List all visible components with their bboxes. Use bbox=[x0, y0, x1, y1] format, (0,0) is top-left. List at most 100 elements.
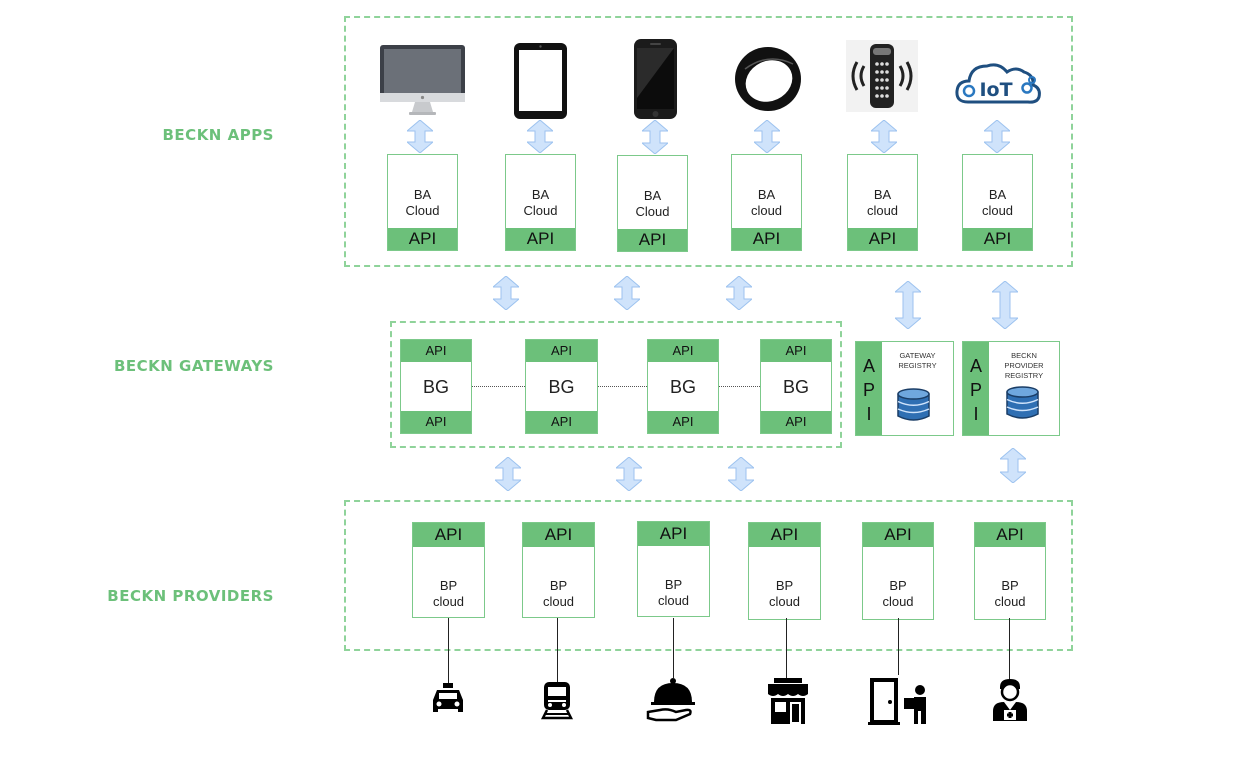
registry-title-line: GATEWAY bbox=[899, 351, 936, 360]
ba-api-bar: API bbox=[506, 228, 575, 250]
gateway-label: BG bbox=[669, 377, 696, 397]
registry-api-letter: A bbox=[862, 356, 875, 376]
bidirectional-arrow-icon bbox=[1000, 448, 1026, 483]
bidirectional-arrow-icon bbox=[984, 120, 1010, 153]
bidirectional-arrow-icon bbox=[895, 281, 921, 329]
bp-cloud-line2: cloud bbox=[994, 594, 1026, 609]
bp-api-bar: API bbox=[749, 523, 820, 547]
gateway-top-api-bar: API bbox=[401, 340, 471, 362]
gateway-label: BG bbox=[548, 377, 575, 397]
ba-api-bar: API bbox=[848, 228, 917, 250]
smartphone-icon bbox=[633, 38, 678, 120]
bidirectional-arrow-icon bbox=[642, 120, 668, 154]
wearable-band-icon bbox=[733, 44, 803, 114]
registry-title-line: REGISTRY bbox=[1004, 371, 1044, 380]
bidirectional-arrow-icon bbox=[871, 120, 897, 153]
bidirectional-arrow-icon bbox=[726, 276, 752, 310]
gateway-top-api-bar: API bbox=[526, 340, 597, 362]
bp-cloud-line2: cloud bbox=[657, 593, 690, 608]
gateway-label: BG bbox=[782, 377, 809, 397]
ba-api-bar: API bbox=[732, 228, 801, 250]
ba-cloud-line2: Cloud bbox=[635, 204, 670, 219]
gateway-bottom-api-bar: API bbox=[761, 411, 831, 433]
bp-api-bar: API bbox=[638, 522, 709, 546]
bidirectional-arrow-icon bbox=[728, 457, 754, 491]
bp-cloud-line2: cloud bbox=[768, 594, 801, 609]
gateway-bottom-api-bar: API bbox=[526, 411, 597, 433]
bp-cloud-line1: BP bbox=[775, 578, 794, 593]
bidirectional-arrow-icon bbox=[992, 281, 1018, 329]
registry-api-letter: I bbox=[866, 404, 872, 424]
delivery-door-icon bbox=[868, 676, 930, 726]
registry-title-line: BECKN bbox=[1011, 351, 1037, 360]
registry-api-letter: P bbox=[969, 380, 982, 400]
database-icon bbox=[896, 388, 931, 422]
train-icon bbox=[539, 680, 575, 720]
bp-cloud-line1: BP bbox=[889, 578, 907, 593]
registry-api-letter: I bbox=[973, 404, 979, 424]
bidirectional-arrow-icon bbox=[754, 120, 780, 153]
ba-cloud-line1: BA bbox=[413, 187, 432, 202]
registry-api-letter: A bbox=[969, 356, 982, 376]
gateway-top-api-bar: API bbox=[761, 340, 831, 362]
taxi-icon bbox=[430, 680, 466, 716]
gateway-connector bbox=[472, 386, 525, 387]
ba-cloud-line1: BA bbox=[757, 187, 776, 202]
bp-api-bar: API bbox=[523, 523, 594, 547]
ba-api-bar: API bbox=[618, 229, 687, 251]
bp-cloud-line2: cloud bbox=[882, 594, 914, 609]
gateway-connector bbox=[719, 386, 760, 387]
smart-speaker-icon bbox=[846, 40, 918, 112]
provider-connector-line bbox=[448, 618, 449, 683]
iot-text: IoT bbox=[979, 79, 1012, 101]
beckn-gateways-label: BECKN GATEWAYS bbox=[113, 357, 274, 375]
provider-connector-line bbox=[1009, 618, 1010, 682]
bp-cloud-line2: cloud bbox=[432, 594, 465, 609]
bp-cloud-line1: BP bbox=[549, 578, 568, 593]
food-cloche-icon bbox=[646, 674, 698, 724]
ba-cloud-line1: BA bbox=[873, 187, 892, 202]
ba-cloud-line2: cloud bbox=[750, 203, 783, 218]
bidirectional-arrow-icon bbox=[407, 120, 433, 153]
gateway-top-api-bar: API bbox=[648, 340, 718, 362]
beckn-providers-label: BECKN PROVIDERS bbox=[107, 587, 274, 605]
beckn-gateway-box[interactable]: API BG API bbox=[525, 339, 598, 434]
bp-cloud-line1: BP bbox=[664, 577, 683, 592]
gateway-bottom-api-bar: API bbox=[401, 411, 471, 433]
ba-cloud-line2: Cloud bbox=[523, 203, 558, 218]
bp-cloud-line1: BP bbox=[1001, 578, 1019, 593]
bp-cloud-line2: cloud bbox=[542, 594, 575, 609]
beckn-apps-label: BECKN APPS bbox=[162, 126, 274, 144]
store-icon bbox=[766, 676, 810, 726]
ba-api-bar: API bbox=[388, 228, 457, 250]
database-icon bbox=[1005, 386, 1040, 420]
ba-cloud-line2: Cloud bbox=[405, 203, 440, 218]
registry-api-letter: P bbox=[862, 380, 875, 400]
bidirectional-arrow-icon bbox=[493, 276, 519, 310]
gateways-container bbox=[390, 321, 842, 448]
ba-cloud-line2: cloud bbox=[981, 203, 1014, 218]
bp-api-bar: API bbox=[975, 523, 1045, 547]
provider-connector-line bbox=[557, 618, 558, 683]
providers-container bbox=[344, 500, 1073, 651]
beckn-gateway-box[interactable]: API BG API bbox=[760, 339, 832, 434]
